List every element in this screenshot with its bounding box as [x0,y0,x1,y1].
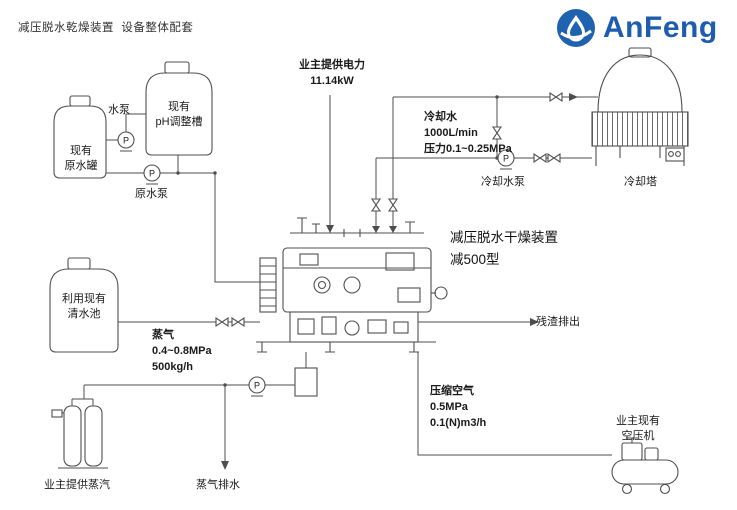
cooling-tower-shape [591,47,689,166]
water-pump-icon: P [117,131,135,152]
steam-cylinders-shape [51,385,108,469]
check-valve-icon [549,91,563,103]
svg-text:P: P [254,381,260,391]
clean-water-pool-label: 利用现有 清水池 [62,293,106,321]
page-title: 减压脱水乾燥装置 设备整体配套 [18,22,194,34]
ph-tank-shape [145,61,213,156]
main-device-shape [256,217,448,397]
main-device-label: 减压脱水干燥装置 减500型 [450,230,558,267]
condensate-pump-icon: P [248,376,266,397]
svg-text:P: P [503,154,509,164]
clean-water-pool-shape [49,257,119,353]
cooling-water-pump-label: 冷却水泵 [481,176,525,188]
valve-icon [387,198,399,212]
air-compressor-label: 业主现有 空压机 [616,415,660,443]
valve-icons [215,91,563,328]
steam-drain-label: 蒸气排水 [196,479,240,491]
residue-discharge-label: 残渣排出 [536,316,580,328]
raw-water-pump-icon: P [143,164,161,185]
valve-icon [547,152,561,164]
steam-label: 蒸气 0.4~0.8MPa 500kg/h [152,329,212,373]
logo: AnFeng [556,8,718,48]
raw-water-tank-label: 现有 原水罐 [64,145,98,173]
valve-icon [231,316,245,328]
air-compressor-shape [611,437,679,495]
ph-tank-label: 现有 pH调整槽 [155,101,203,129]
compressed-air-label: 压缩空气 0.5MPa 0.1(N)m3/h [430,385,487,429]
owner-steam-label: 业主提供蒸汽 [44,479,110,491]
valve-icon [370,198,382,212]
raw-water-pump-label: 原水泵 [135,188,168,200]
flow-arrows [221,93,578,470]
valve-icon [533,152,547,164]
logo-text: AnFeng [603,11,718,44]
water-pump-label: 水泵 [108,104,130,116]
svg-text:P: P [149,169,155,179]
valve-icon [491,126,503,140]
logo-water-drop-icon [557,9,595,47]
raw-water-tank-shape [53,95,107,179]
power-supply-label: 业主提供电力 11.14kW [299,59,365,87]
cooling-water-label: 冷却水 1000L/min 压力0.1~0.25MPa [424,111,512,155]
cooling-water-pump-icon: P [497,149,515,170]
svg-text:P: P [123,136,129,146]
cooling-tower-label: 冷却塔 [624,176,657,188]
valve-icon [215,316,229,328]
